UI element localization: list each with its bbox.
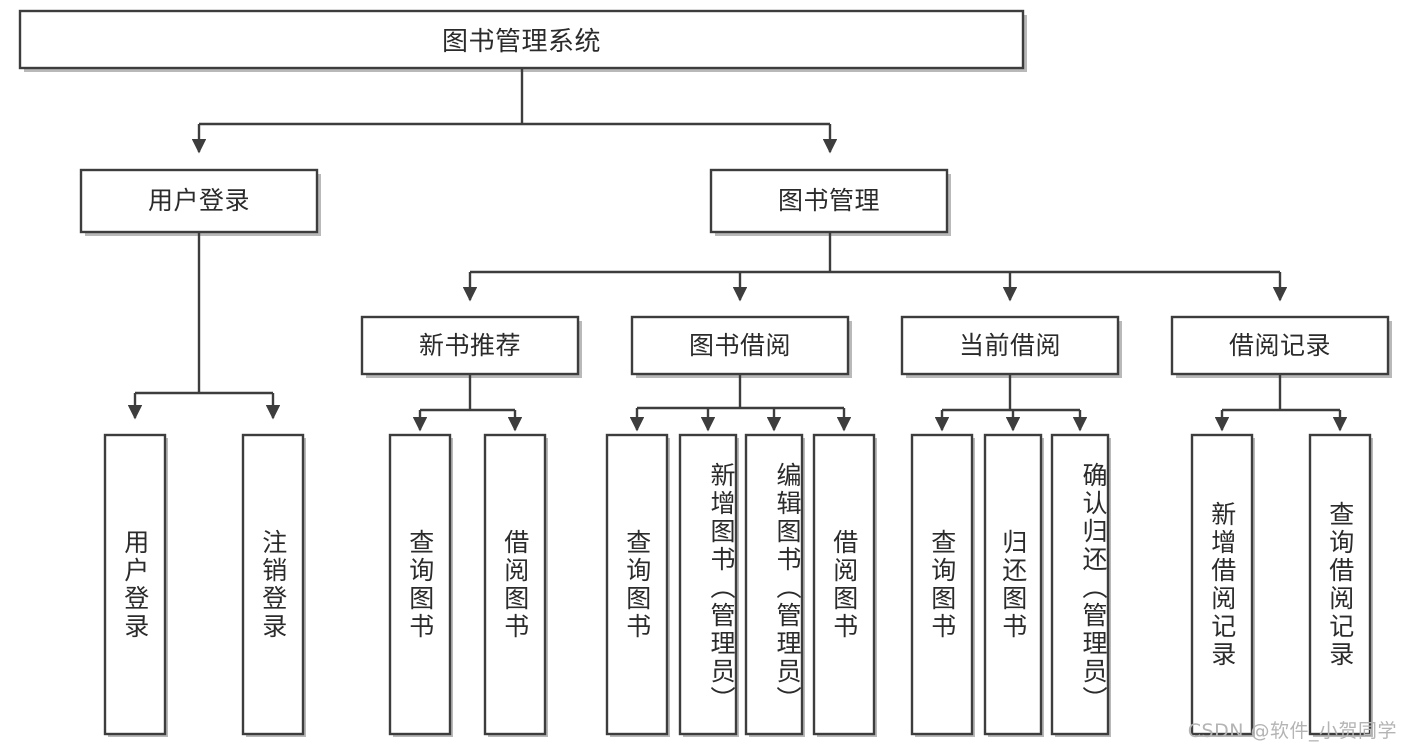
node-current-borrow-box[interactable] [900,315,1120,376]
node-leaf-add-borrow-record-box[interactable] [1190,433,1254,736]
node-leaf-query-book-current-box[interactable] [910,433,974,736]
node-leaf-logout-box[interactable] [241,433,305,736]
node-book-borrow-box[interactable] [630,315,850,376]
node-leaf-add-book-box[interactable] [678,433,738,736]
node-leaf-confirm-return-box[interactable] [1050,433,1110,736]
node-leaf-borrow-book-box[interactable] [812,433,876,736]
node-leaf-query-book-recommend-box[interactable] [388,433,452,736]
node-book-manage-box[interactable] [709,168,949,234]
connectors [127,68,1348,432]
node-leaf-borrow-book-recommend-box[interactable] [483,433,547,736]
watermark-text: CSDN @软件_小贺同学 [1187,720,1397,742]
node-leaf-query-borrow-record-box[interactable] [1308,433,1372,736]
node-leaf-user-login-box[interactable] [103,433,167,736]
node-user-login-box[interactable] [79,168,319,234]
node-new-book-recommend-box[interactable] [360,315,580,376]
node-borrow-record-box[interactable] [1170,315,1390,376]
node-leaf-edit-book-box[interactable] [744,433,804,736]
node-leaf-query-book-borrow-box[interactable] [605,433,669,736]
node-boxes [18,9,1390,736]
node-leaf-return-book-box[interactable] [983,433,1043,736]
node-root-box[interactable] [18,9,1025,70]
